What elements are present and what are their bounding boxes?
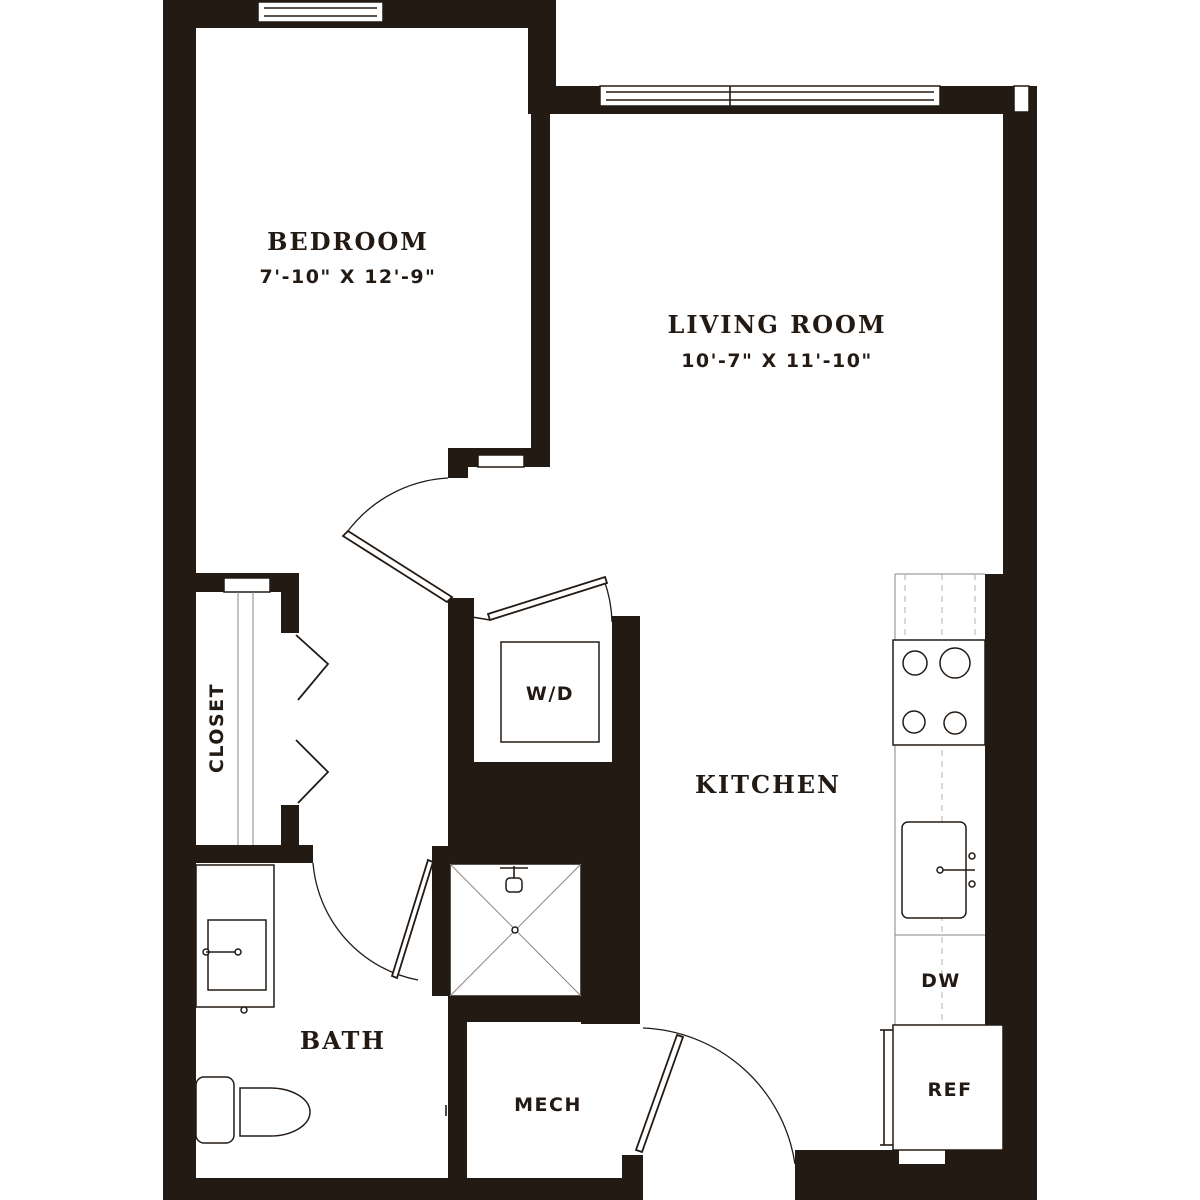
washer-dryer-label: W/D <box>526 683 574 705</box>
shower-drain-icon <box>511 926 519 934</box>
walls <box>163 0 1037 1200</box>
door-swing-wd <box>603 579 613 623</box>
bedroom-dimensions: 7'-10" X 12'-9" <box>260 266 437 288</box>
bath-fixtures <box>195 864 447 1144</box>
wall-bath-top <box>163 845 313 863</box>
door-closet-lower <box>295 739 330 804</box>
wall-shower-right <box>581 846 640 1024</box>
windows <box>223 1 1030 593</box>
wall-door-jamb-left <box>448 448 468 478</box>
wall-wd-jamb <box>448 598 466 634</box>
burner-icon <box>902 710 926 734</box>
closet-rod <box>237 592 254 845</box>
kitchen-name: KITCHEN <box>695 770 841 799</box>
doors <box>295 477 796 1165</box>
living-room-name: LIVING ROOM <box>667 310 886 339</box>
living-room-dimensions: 10'-7" X 11'-10" <box>681 350 873 372</box>
burner-icon <box>943 711 967 735</box>
wall-bottom-left <box>163 1178 643 1200</box>
labels: BEDROOM 7'-10" X 12'-9" LIVING ROOM 10'-… <box>206 227 972 1116</box>
mech-name: MECH <box>514 1094 582 1116</box>
burner-icon <box>939 647 971 679</box>
wall-left-exterior <box>163 0 196 1200</box>
wall-bed-living-divider <box>531 112 550 467</box>
door-leaf-mech <box>634 1033 685 1154</box>
wall-mech-door-jamb <box>622 1155 643 1200</box>
refrigerator <box>892 1024 1004 1151</box>
toilet-tank <box>195 1076 235 1144</box>
washer-dryer <box>500 641 600 743</box>
wall-mech-top <box>448 996 640 1022</box>
door-leaf-bedroom <box>341 529 454 604</box>
dishwasher-label: DW <box>921 970 961 992</box>
shower <box>449 863 582 997</box>
door-leaf-wd <box>486 575 609 622</box>
wall-right-upper <box>1003 86 1037 574</box>
burner-icon <box>902 650 928 676</box>
kitchen-counter <box>880 573 1004 1151</box>
refrigerator-label: REF <box>927 1079 972 1101</box>
window-corner <box>1013 85 1030 113</box>
door-swing-mech <box>642 1027 796 1165</box>
window-living <box>599 85 941 107</box>
wall-shower-left-stub <box>432 846 450 996</box>
wall-bottom-right-jamb <box>795 1150 899 1200</box>
door-closet-upper <box>295 634 330 701</box>
window-door-transom <box>477 454 525 468</box>
toilet-bowl <box>239 1087 311 1137</box>
door-swing-bedroom <box>344 477 449 536</box>
shower-head-icon <box>505 877 523 893</box>
window-bedroom <box>257 1 384 23</box>
bath-name: BATH <box>300 1026 386 1055</box>
closet-name: CLOSET <box>206 683 228 773</box>
bedroom-name: BEDROOM <box>267 227 429 256</box>
wall-mech-left <box>448 996 467 1200</box>
door-leaf-shower <box>390 858 435 980</box>
window-closet-transom <box>223 577 271 593</box>
wall-bottom-right-step <box>945 1150 1037 1200</box>
wall-closet-right-top <box>281 573 299 633</box>
